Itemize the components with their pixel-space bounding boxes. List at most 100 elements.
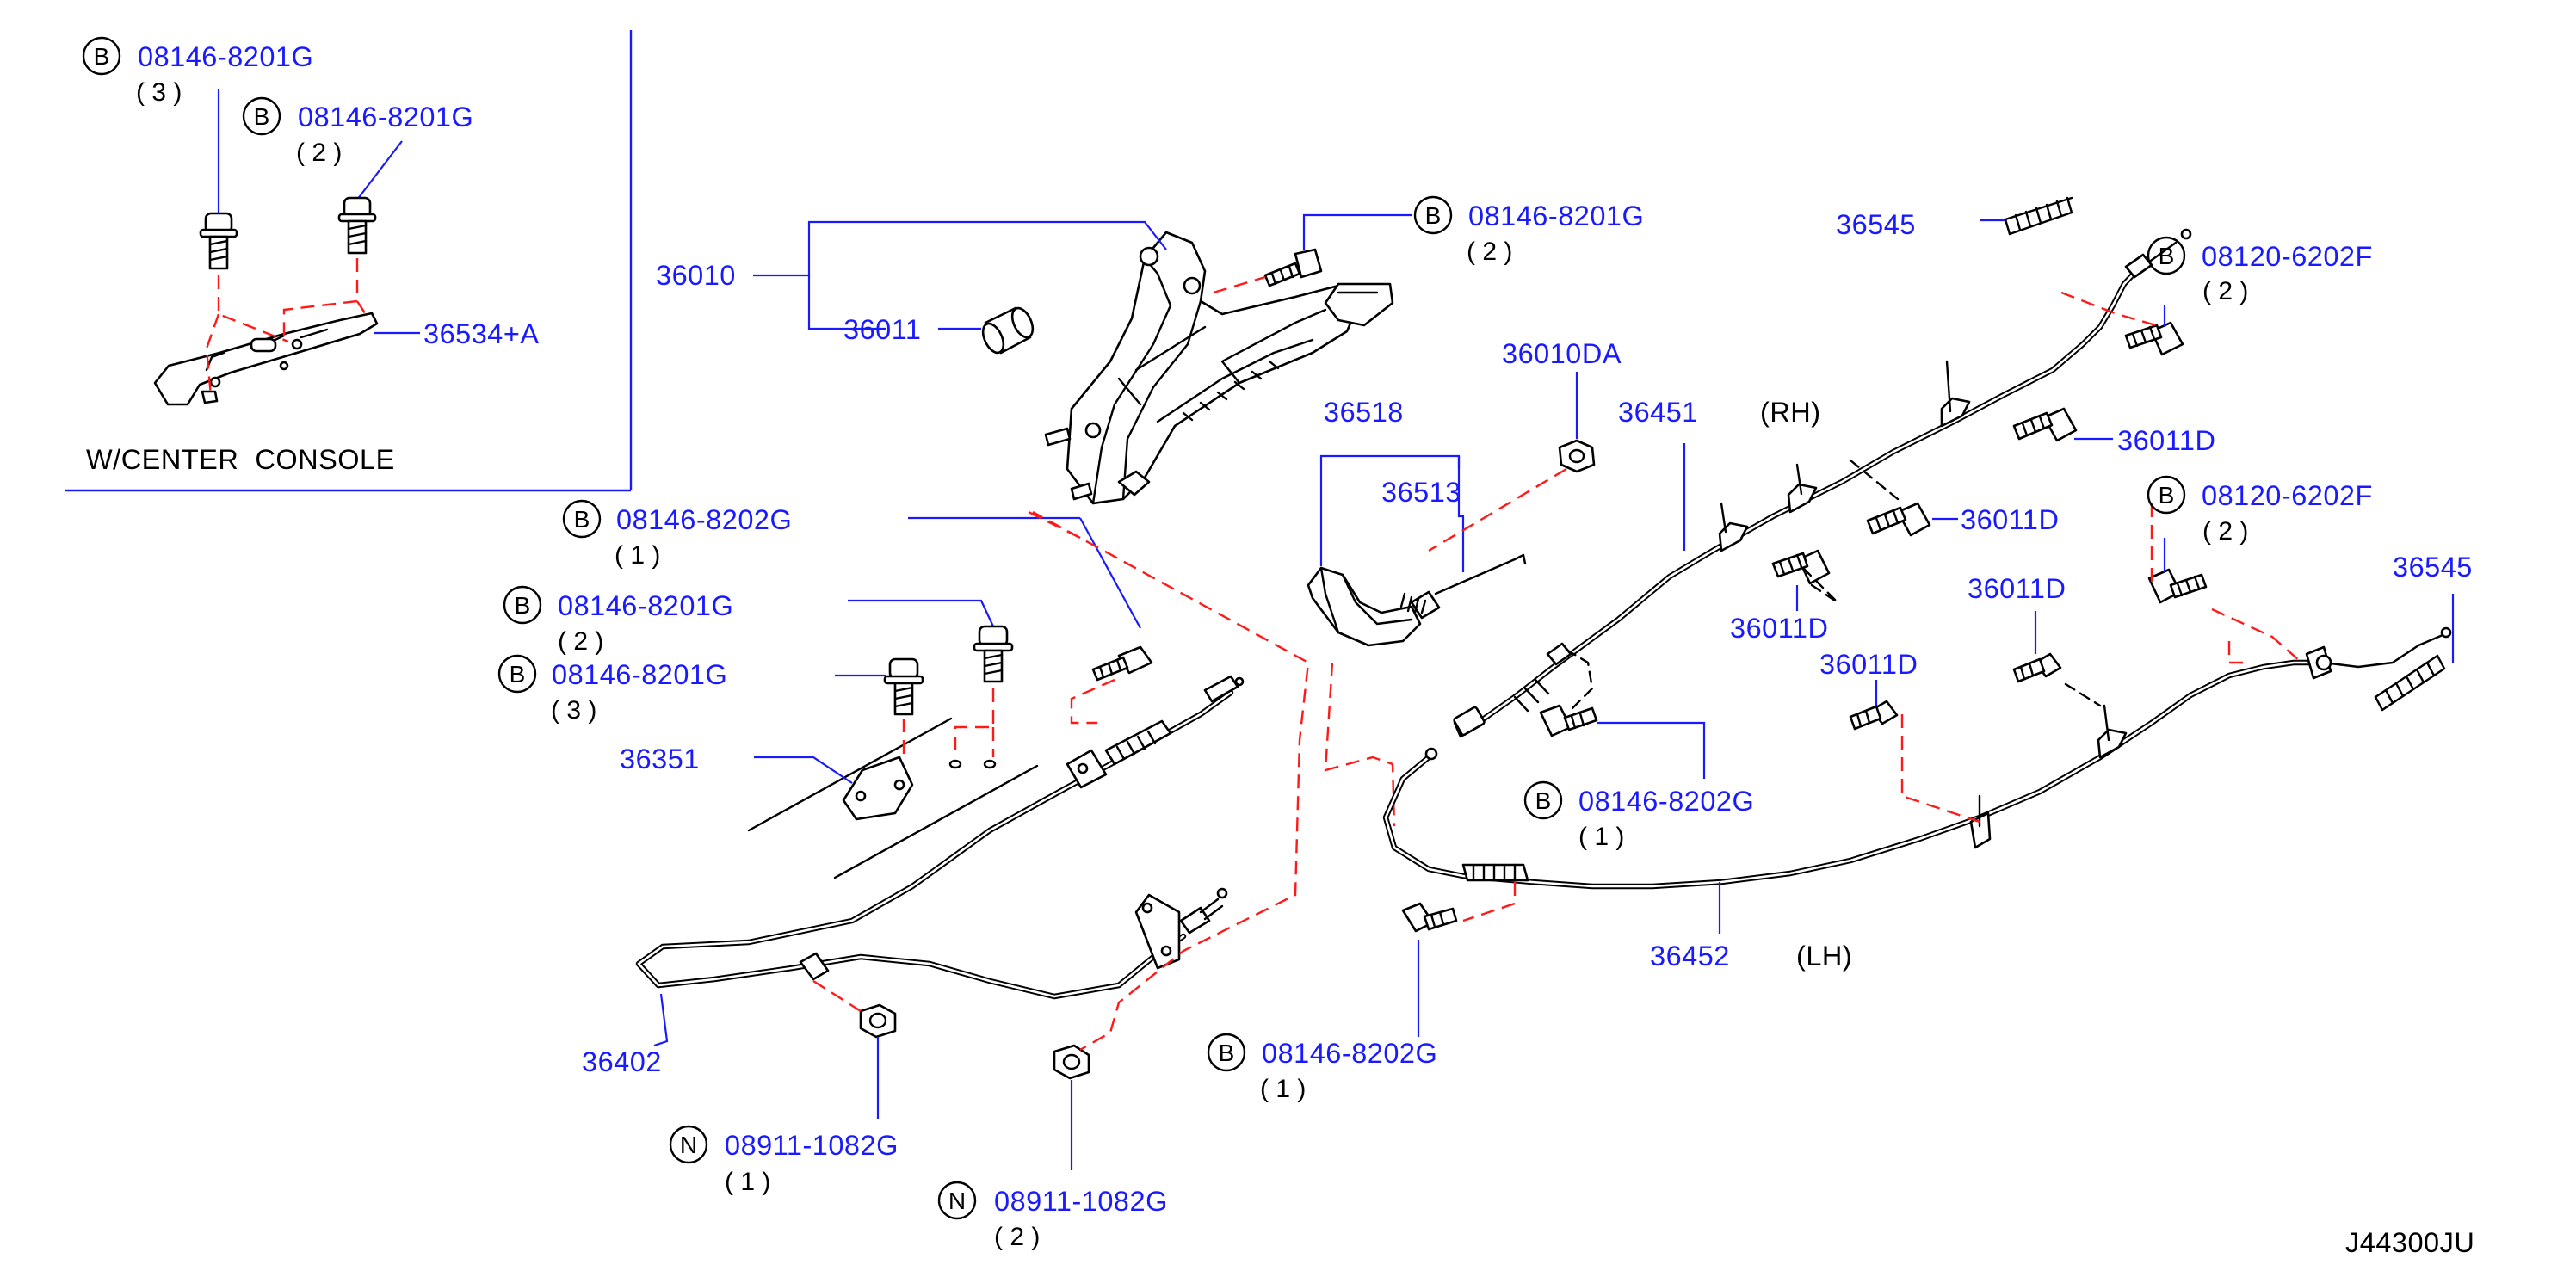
part-number[interactable]: 08911-1082G <box>994 1186 1168 1217</box>
part-number[interactable]: 36402 <box>582 1046 662 1077</box>
part-number[interactable]: 36534+A <box>423 318 540 349</box>
bolt-code-b-icon <box>1207 1033 1246 1072</box>
inset-dash-lines <box>205 258 370 397</box>
part-number[interactable]: 08146-8201G <box>552 659 727 690</box>
callout-b-8201-3[interactable]: B 08146-8201G ( 3 ) <box>497 654 727 725</box>
part-number[interactable]: 08146-8202G <box>616 504 792 535</box>
part-number[interactable]: 36011D <box>2117 425 2215 456</box>
callout-b-6202-top[interactable]: B 08120-6202F ( 2 ) <box>2147 236 2373 305</box>
callout-p36351[interactable]: 36351 <box>620 743 700 774</box>
part-number[interactable]: 08146-8201G <box>1468 200 1644 231</box>
part-number[interactable]: 08120-6202F <box>2202 241 2373 272</box>
code-letter: N <box>680 1132 697 1158</box>
inset-leaders <box>217 89 420 335</box>
quantity: ( 2 ) <box>2202 277 2248 305</box>
callout-p36545-right[interactable]: 36545 <box>2393 552 2473 583</box>
bolt-code-b-icon <box>497 654 537 694</box>
code-letter: B <box>574 506 590 533</box>
callout-p36011d-b[interactable]: 36011D <box>1961 504 2059 535</box>
callout-p36011d-e[interactable]: 36011D <box>1819 649 1918 680</box>
callout-p36010da[interactable]: 36010DA <box>1502 338 1622 369</box>
front-cable-36402 <box>635 675 1245 1000</box>
dash-pedal-bolt <box>1213 275 1266 294</box>
callout-p36545-top[interactable]: 36545 <box>1836 209 1916 240</box>
bolt-8201-b <box>883 657 924 716</box>
quantity: ( 1 ) <box>725 1168 770 1196</box>
bushing-36011 <box>981 306 1035 355</box>
part-number[interactable]: 08146-8201G <box>558 590 733 621</box>
callout-b-6202-right[interactable]: B 08120-6202F ( 2 ) <box>2147 475 2373 546</box>
callout-b-8202-1[interactable]: B 08146-8202G ( 1 ) <box>562 499 792 570</box>
dashes-black <box>1565 459 2102 712</box>
callout-b-8202-mid[interactable]: B 08146-8202G ( 1 ) <box>1523 780 1754 851</box>
callout-p36518[interactable]: 36518 <box>1324 397 1404 428</box>
rear-cable-rh-36451 <box>1453 228 2192 738</box>
equalizer-36518 <box>1307 566 1441 647</box>
part-number[interactable]: 08146-8202G <box>1262 1038 1437 1069</box>
part-number[interactable]: 36011D <box>1730 613 1828 644</box>
code-letter: B <box>1535 787 1552 814</box>
part-number[interactable]: 36011D <box>1968 573 2066 604</box>
quantity: ( 1 ) <box>1260 1075 1306 1103</box>
nut-code-n-icon <box>669 1125 708 1164</box>
callout-p36011d-d[interactable]: 36011D <box>1968 573 2066 604</box>
part-number[interactable]: 36011D <box>1819 649 1918 680</box>
part-number[interactable]: 36452 <box>1650 941 1730 972</box>
part-number[interactable]: 08146-8202G <box>1578 786 1754 817</box>
bolt-code-b-icon <box>1523 780 1563 820</box>
dashes-front-cable <box>812 510 1396 1052</box>
part-number[interactable]: 36518 <box>1324 397 1404 428</box>
callout-p36452[interactable]: 36452 (LH) <box>1650 941 1852 972</box>
quantity: ( 2 ) <box>296 139 342 167</box>
part-number[interactable]: 08146-8201G <box>298 102 473 133</box>
callout-inset-b1[interactable]: B 08146-8201G ( 3 ) <box>82 36 313 107</box>
callout-p36011[interactable]: 36011 <box>843 314 921 345</box>
part-number[interactable]: 36010DA <box>1502 338 1622 369</box>
part-number[interactable]: 36351 <box>620 743 700 774</box>
code-letter: B <box>2159 243 2175 269</box>
spring-36545-right <box>2374 654 2446 712</box>
code-letter: B <box>94 43 110 70</box>
callout-inset-b2[interactable]: B 08146-8201G ( 2 ) <box>242 96 473 167</box>
inset-bolt-left <box>199 212 238 270</box>
part-number[interactable]: 36545 <box>1836 209 1916 240</box>
nut-n2 <box>1053 1044 1090 1080</box>
pedal-assembly-36010 <box>1044 231 1394 505</box>
part-number[interactable]: 08911-1082G <box>725 1130 899 1161</box>
quantity: ( 3 ) <box>136 78 182 107</box>
part-number[interactable]: 36010 <box>656 260 736 291</box>
callout-n-2[interactable]: N 08911-1082G ( 2 ) <box>937 1181 1168 1251</box>
bolt-code-b-icon <box>2147 236 2186 275</box>
part-number[interactable]: 08120-6202F <box>2202 480 2373 511</box>
bolt-36011d-c <box>1771 549 1831 585</box>
bolt-code-b-icon <box>2147 475 2186 515</box>
bolt-8202-mid <box>1539 704 1598 737</box>
callout-p36011d-c[interactable]: 36011D <box>1730 613 1828 644</box>
quantity: ( 2 ) <box>1467 238 1512 266</box>
bolt-6202f-top <box>2124 321 2184 356</box>
callout-p36451[interactable]: 36451 (RH) <box>1618 397 1821 428</box>
callout-inset-36534[interactable]: 36534+A <box>423 318 540 349</box>
callout-b-8201-2[interactable]: B 08146-8201G ( 2 ) <box>503 585 733 656</box>
part-number[interactable]: 36451 <box>1618 397 1698 428</box>
callout-p36402[interactable]: 36402 <box>582 1046 662 1077</box>
bolt-code-b-icon <box>82 36 121 76</box>
callout-n-1[interactable]: N 08911-1082G ( 1 ) <box>669 1125 899 1196</box>
leader-36402 <box>653 993 669 1047</box>
callout-b-8202-bottom[interactable]: B 08146-8202G ( 1 ) <box>1207 1033 1437 1103</box>
part-number[interactable]: 36011D <box>1961 504 2059 535</box>
callout-b-top[interactable]: B 08146-8201G ( 2 ) <box>1413 195 1644 266</box>
quantity: ( 1 ) <box>1578 823 1624 851</box>
callout-p36011d-a[interactable]: 36011D <box>2117 425 2215 456</box>
part-number[interactable]: 08146-8201G <box>138 41 313 72</box>
part-number[interactable]: 36513 <box>1381 477 1461 508</box>
part-number[interactable]: 36545 <box>2393 552 2473 583</box>
bolt-code-b-icon <box>562 499 602 539</box>
part-number[interactable]: 36011 <box>843 314 921 345</box>
quantity: ( 2 ) <box>994 1223 1040 1251</box>
callout-p36010[interactable]: 36010 <box>656 260 736 291</box>
bolt-36011d-b <box>1866 502 1931 537</box>
bolt-36011d-e <box>1849 700 1899 731</box>
callout-p36513[interactable]: 36513 <box>1381 477 1461 508</box>
rear-leaders <box>1417 219 2455 1037</box>
